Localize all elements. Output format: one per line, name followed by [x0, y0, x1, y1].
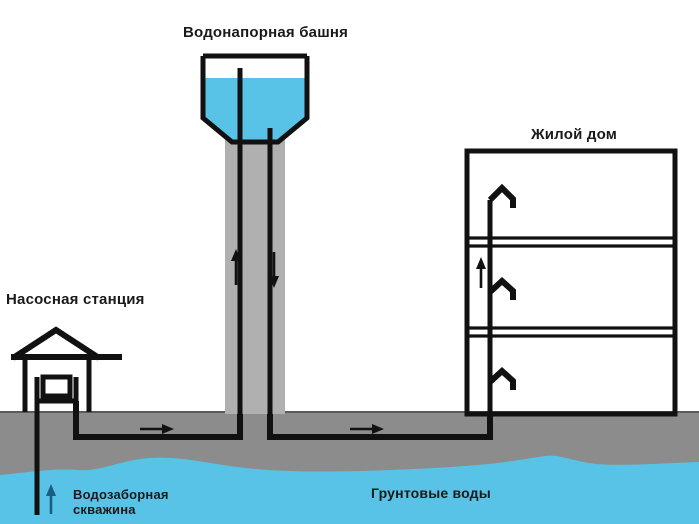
arrow-well-up	[46, 484, 56, 514]
label-well: Водозаборная скважина	[73, 487, 169, 518]
label-groundwater: Грунтовые воды	[371, 485, 491, 501]
arrow-main-pump-to-tower	[140, 424, 174, 434]
label-pump-station: Насосная станция	[6, 291, 145, 308]
arrow-house-riser-up	[476, 257, 486, 288]
tower-tank-outline	[200, 56, 310, 145]
pump-station-roof	[11, 326, 101, 361]
arrow-downpipe-down	[269, 252, 279, 288]
house-tap-floor-2	[487, 276, 516, 300]
ground-surface-line	[0, 411, 699, 413]
house-tap-floor-1	[487, 366, 516, 390]
label-residential-house: Жилой дом	[531, 126, 618, 143]
main-pipe-pump-to-tower	[73, 401, 243, 440]
pump-unit-body	[40, 374, 73, 399]
label-water-tower: Водонапорная башня	[183, 24, 349, 41]
house-tap-floor-3	[487, 183, 516, 208]
main-pipe-tower-to-house	[267, 412, 493, 440]
arrow-riser-up	[231, 249, 241, 285]
tower-water-fill	[203, 78, 307, 142]
arrow-main-tower-to-house	[350, 424, 384, 434]
groundwater-layer	[0, 455, 699, 524]
house-outer-wall	[464, 148, 678, 417]
